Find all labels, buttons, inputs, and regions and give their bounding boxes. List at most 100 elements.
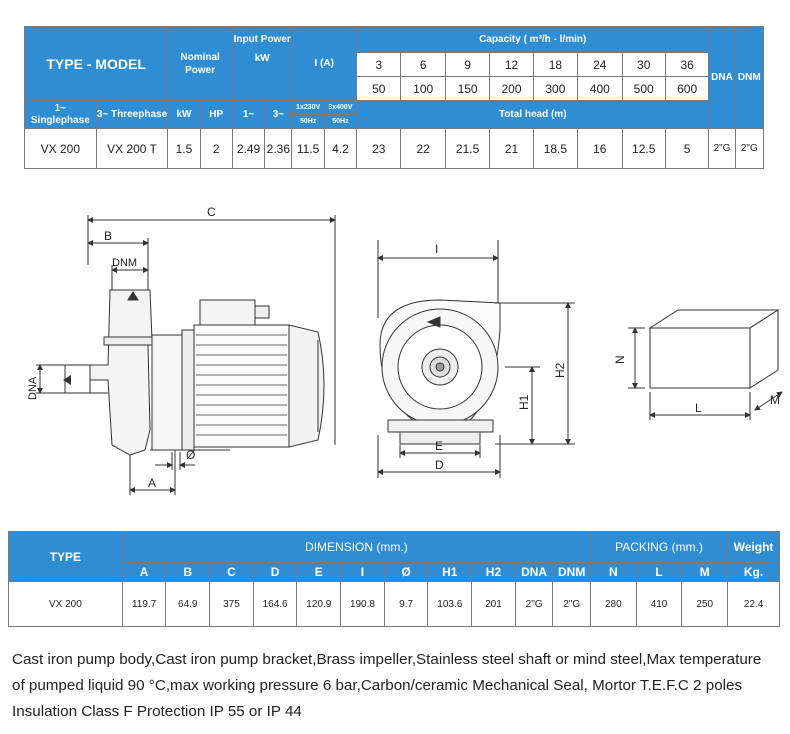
head-7: 5	[664, 128, 710, 169]
val-dnm: 2"G	[552, 581, 591, 627]
v230-header: 1x230V	[291, 100, 325, 115]
front-view-drawing	[377, 240, 575, 478]
cell-in3: 2.36	[264, 128, 293, 169]
dna-header: DNA	[708, 26, 736, 129]
col-dna: DNA	[514, 562, 554, 582]
cell-in1: 2.49	[231, 128, 266, 169]
m3h-3: 12	[489, 52, 534, 77]
col-a: A	[121, 562, 167, 582]
label-phi: Ø	[186, 448, 195, 462]
val-c: 375	[209, 581, 254, 627]
label-dnm: DNM	[112, 257, 137, 269]
m3h-7: 36	[664, 52, 710, 77]
lmin-4: 300	[532, 76, 579, 101]
label-l: L	[695, 401, 702, 415]
m3h-6: 30	[621, 52, 666, 77]
label-dna: DNA	[27, 376, 39, 400]
type-model-header: TYPE - MODEL	[23, 26, 169, 101]
singlephase-header: 1~ Singlephase	[24, 100, 97, 129]
val-phi: 9.7	[383, 581, 429, 627]
model-single: VX 200	[24, 128, 97, 169]
type-header: TYPE	[8, 531, 123, 582]
kw-header: kW	[167, 100, 201, 129]
label-a: A	[148, 476, 156, 490]
lmin-1: 100	[400, 76, 446, 101]
cell-kw: 1.5	[167, 128, 201, 169]
cell-i400: 4.2	[323, 128, 358, 169]
val-h1: 103.6	[427, 581, 473, 627]
packing-box-drawing	[628, 309, 783, 420]
v400-header: 3x400V	[323, 100, 358, 115]
col-d: D	[252, 562, 298, 582]
head-3: 21	[489, 128, 534, 169]
head-5: 16	[577, 128, 623, 169]
weight-header: Weight	[727, 531, 780, 563]
val-dna: 2"G	[514, 581, 554, 627]
packing-header: PACKING (mm.)	[589, 531, 729, 563]
product-description: Cast iron pump body,Cast iron pump brack…	[12, 647, 782, 725]
col-phi: Ø	[383, 562, 429, 582]
head-4: 18.5	[532, 128, 579, 169]
input-3ph-header: 3~	[264, 100, 293, 129]
lmin-0: 50	[356, 76, 402, 101]
col-n: N	[589, 562, 637, 582]
label-d: D	[435, 458, 444, 472]
description-line: Cast iron pump body,Cast iron pump brack…	[12, 651, 762, 668]
val-b: 64.9	[165, 581, 211, 627]
technical-drawing: C B DNM DNA Ø A I H1 H2 E D N L M	[27, 205, 783, 495]
description-line: Insulation Class F Protection IP 55 or I…	[12, 703, 302, 720]
col-kg: Kg.	[727, 562, 780, 582]
val-kg: 22.4	[727, 581, 780, 627]
lmin-5: 400	[577, 76, 623, 101]
label-h1: H1	[517, 394, 531, 410]
col-m: M	[681, 562, 729, 582]
label-b: B	[104, 229, 112, 243]
performance-table: TYPE - MODEL Nominal Power Input Power I…	[23, 26, 765, 169]
label-n: N	[613, 355, 627, 364]
col-h1: H1	[427, 562, 473, 582]
head-0: 23	[356, 128, 402, 169]
col-e: E	[296, 562, 342, 582]
m3h-0: 3	[356, 52, 402, 77]
input-1ph-header: 1~	[231, 100, 266, 129]
val-m: 250	[681, 581, 729, 627]
cell-i230: 11.5	[291, 128, 325, 169]
input-power-header: Input Power	[231, 26, 293, 53]
lmin-7: 600	[664, 76, 710, 101]
col-i: I	[340, 562, 385, 582]
val-i: 190.8	[340, 581, 385, 627]
input-power-kw: kW	[231, 52, 293, 101]
val-h2: 201	[471, 581, 516, 627]
val-e: 120.9	[296, 581, 342, 627]
col-h2: H2	[471, 562, 516, 582]
val-d: 164.6	[252, 581, 298, 627]
current-header: I (A)	[291, 26, 358, 101]
val-a: 119.7	[121, 581, 167, 627]
hp-header: HP	[199, 100, 233, 129]
m3h-5: 24	[577, 52, 623, 77]
label-c: C	[207, 205, 216, 219]
threephase-header: 3~ Threephase	[95, 100, 169, 129]
val-l: 410	[635, 581, 683, 627]
lmin-3: 200	[489, 76, 534, 101]
head-1: 22	[400, 128, 446, 169]
label-m: M	[770, 393, 780, 407]
row-type: VX 200	[8, 581, 123, 627]
table-row: VX 200 119.7 64.9 375 164.6 120.9 190.8 …	[8, 581, 780, 627]
cell-dna: 2"G	[708, 128, 736, 169]
col-c: C	[209, 562, 254, 582]
model-three: VX 200 T	[95, 128, 169, 169]
m3h-1: 6	[400, 52, 446, 77]
dimension-table: TYPE DIMENSION (mm.) PACKING (mm.) Weigh…	[8, 531, 780, 627]
label-h2: H2	[553, 362, 567, 378]
label-e: E	[435, 439, 443, 453]
m3h-4: 18	[532, 52, 579, 77]
label-i: I	[435, 242, 438, 256]
cell-dnm: 2"G	[734, 128, 765, 169]
col-l: L	[635, 562, 683, 582]
hz1-header: 50Hz	[291, 114, 325, 129]
dimension-header: DIMENSION (mm.)	[121, 531, 591, 563]
total-head-header: Total head (m)	[356, 100, 710, 129]
val-n: 280	[589, 581, 637, 627]
m3h-2: 9	[444, 52, 491, 77]
